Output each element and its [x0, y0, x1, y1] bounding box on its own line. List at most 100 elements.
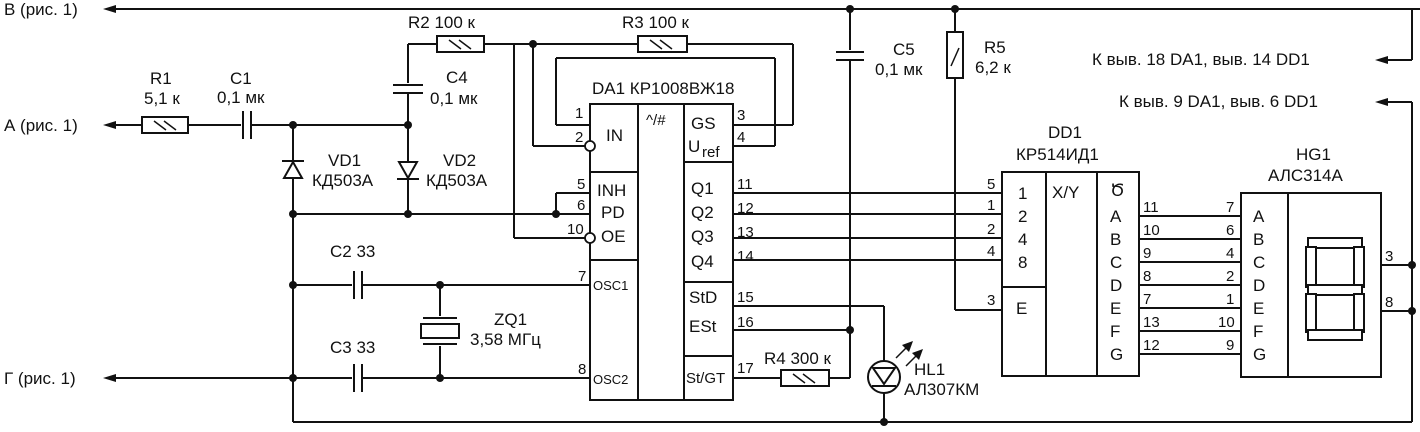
- da1-pin-8: 8: [578, 361, 586, 378]
- zq1-name: ZQ1: [494, 310, 527, 329]
- c5-value: 0,1 мк: [875, 60, 923, 79]
- hg1-seg-a: A: [1253, 207, 1265, 226]
- da1-pd-label: PD: [601, 203, 625, 222]
- da1-q2-label: Q2: [691, 203, 714, 222]
- capacitor-c3: C3 33: [330, 338, 375, 392]
- connector-g-label: Г (рис. 1): [4, 369, 76, 388]
- vd1-name: VD1: [328, 151, 361, 170]
- vd1-type: КД503А: [312, 171, 374, 190]
- da1-pin-17: 17: [737, 360, 754, 377]
- da1-pin-12: 12: [737, 200, 754, 217]
- hg1-pin-7: 7: [1226, 199, 1234, 216]
- arrow-left-icon: [1375, 98, 1388, 106]
- da1-gs-label: GS: [691, 114, 716, 133]
- connector-k18-label: К выв. 18 DA1, выв. 14 DD1: [1092, 50, 1310, 69]
- r5-name: R5: [984, 38, 1006, 57]
- display-hg1: HG1 АЛС314А A B C D E F G: [1240, 145, 1382, 378]
- da1-pin-6: 6: [577, 197, 585, 214]
- connector-a: А (рис. 1): [4, 116, 142, 135]
- da1-stgt-label: St/GT: [686, 370, 725, 387]
- r3-label: R3 100 к: [622, 13, 690, 32]
- dd1-center-label: X/Y: [1052, 183, 1079, 202]
- da1-pin-2: 2: [575, 129, 583, 146]
- connector-v: В (рис. 1): [4, 0, 1420, 19]
- connector-v-label: В (рис. 1): [4, 0, 78, 19]
- hg1-seg-e: E: [1253, 299, 1264, 318]
- dd1-name: DD1: [1048, 123, 1082, 142]
- hg1-pin-1: 1: [1226, 291, 1234, 308]
- da1-title: DA1 КР1008ВЖ18: [592, 79, 734, 98]
- dd1-out-a: A: [1110, 207, 1122, 226]
- da1-uref-label: U: [688, 137, 700, 156]
- connector-k9: К выв. 9 DA1, выв. 6 DD1: [1119, 92, 1412, 111]
- connector-k9-label: К выв. 9 DA1, выв. 6 DD1: [1119, 92, 1318, 111]
- hg1-seg-b: B: [1253, 230, 1264, 249]
- da1-pin-3: 3: [737, 107, 745, 124]
- r4-label: R4 300 к: [764, 349, 832, 368]
- hg1-seg-g: G: [1253, 345, 1266, 364]
- arrow-left-icon: [103, 121, 116, 129]
- c1-value: 0,1 мк: [217, 88, 265, 107]
- da1-inh-label: INH: [597, 181, 626, 200]
- da1-q3-label: Q3: [691, 227, 714, 246]
- dd1-type: КР514ИД1: [1016, 145, 1099, 164]
- da1-pin-5: 5: [577, 176, 585, 193]
- vd2-name: VD2: [443, 151, 476, 170]
- hg1-pin-6: 6: [1226, 222, 1234, 239]
- dd1-out-pin-13: 13: [1143, 314, 1160, 331]
- hg1-pin-3: 3: [1385, 248, 1393, 265]
- hl1-name: HL1: [914, 360, 945, 379]
- dd1-out-pin-8: 8: [1143, 268, 1151, 285]
- ic-dd1: DD1 КР514ИД1 X/Y 1 2 4 8 E Ծ A B C D E F…: [1001, 123, 1140, 377]
- hg1-pin-8: 8: [1385, 294, 1393, 311]
- capacitor-c1: C1 0,1 мк: [217, 69, 265, 139]
- hg1-seg-d: D: [1253, 276, 1265, 295]
- c1-name: C1: [230, 69, 252, 88]
- da1-pin2-inverter: [584, 140, 596, 152]
- dd1-out-b: B: [1110, 230, 1121, 249]
- capacitor-c5: C5 0,1 мк: [836, 40, 923, 79]
- da1-uref-sub: ref: [702, 144, 720, 161]
- hg1-type: АЛС314А: [1268, 166, 1344, 185]
- dd1-out-pin-10: 10: [1143, 222, 1160, 239]
- da1-osc2-label: OSC2: [593, 372, 628, 387]
- arrow-left-icon: [103, 374, 116, 382]
- dd1-in-8: 8: [1018, 253, 1027, 272]
- resistor-r3: R3 100 к: [622, 13, 690, 53]
- hg1-pin-2: 2: [1226, 268, 1234, 285]
- zq1-value: 3,58 МГц: [470, 330, 541, 349]
- da1-pin-14: 14: [737, 248, 754, 265]
- c5-name: C5: [893, 40, 915, 59]
- connector-a-label: А (рис. 1): [4, 116, 78, 135]
- resistor-r5: R5 6,2 к: [946, 31, 1011, 79]
- dd1-pin-5: 5: [987, 176, 995, 193]
- da1-pin-13: 13: [737, 224, 754, 241]
- da1-pin-16: 16: [737, 314, 754, 331]
- c4-value: 0,1 мк: [430, 89, 478, 108]
- crystal-zq1: ZQ1 3,58 МГц: [420, 285, 541, 378]
- da1-pin-7: 7: [578, 268, 586, 285]
- ic-da1: DA1 КР1008ВЖ18 ^/# IN INH PD OE OSC1 OSC…: [584, 79, 734, 401]
- dd1-pin-3: 3: [987, 292, 995, 309]
- da1-osc1-label: OSC1: [593, 278, 628, 293]
- dd1-out-g: G: [1110, 345, 1123, 364]
- dd1-out-e: E: [1110, 299, 1121, 318]
- led-hl1: HL1 АЛ307КМ: [867, 341, 979, 399]
- vd2-type: КД503А: [426, 171, 488, 190]
- da1-oe-label: OE: [601, 227, 626, 246]
- r1-name: R1: [150, 69, 172, 88]
- arrow-left-icon: [103, 5, 116, 13]
- dd1-in-4: 4: [1018, 230, 1027, 249]
- dd1-pin-4: 4: [987, 243, 995, 260]
- capacitor-c4: C4 0,1 мк: [393, 68, 478, 108]
- hl1-type: АЛ307КМ: [904, 380, 979, 399]
- dd1-out-pin-9: 9: [1143, 245, 1151, 262]
- da1-q4-label: Q4: [691, 252, 714, 271]
- dd1-out-pin-11: 11: [1143, 199, 1159, 216]
- arrow-left-icon: [1375, 56, 1388, 64]
- dd1-out-f: F: [1110, 322, 1120, 341]
- da1-pin-15: 15: [737, 289, 754, 306]
- hg1-name: HG1: [1296, 145, 1331, 164]
- connector-g: Г (рис. 1): [4, 369, 352, 388]
